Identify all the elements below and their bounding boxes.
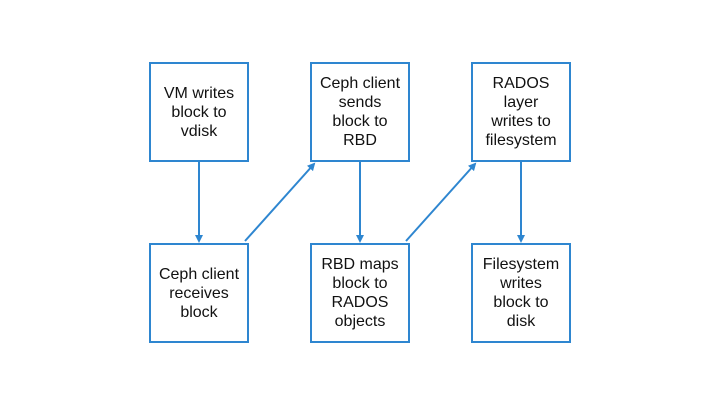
arrow-rbd-maps-to-rados-layer [405, 162, 477, 242]
node-vm-writes-block: VM writes block to vdisk [149, 62, 249, 162]
node-rados-layer-writes: RADOS layer writes to filesystem [471, 62, 571, 162]
arrow-ceph-receives-to-ceph-sends [244, 162, 316, 242]
node-filesystem-writes-block: Filesystem writes block to disk [471, 243, 571, 343]
node-ceph-client-receives-block: Ceph client receives block [149, 243, 249, 343]
node-ceph-client-sends-block: Ceph client sends block to RBD [310, 62, 410, 162]
node-rbd-maps-block: RBD maps block to RADOS objects [310, 243, 410, 343]
